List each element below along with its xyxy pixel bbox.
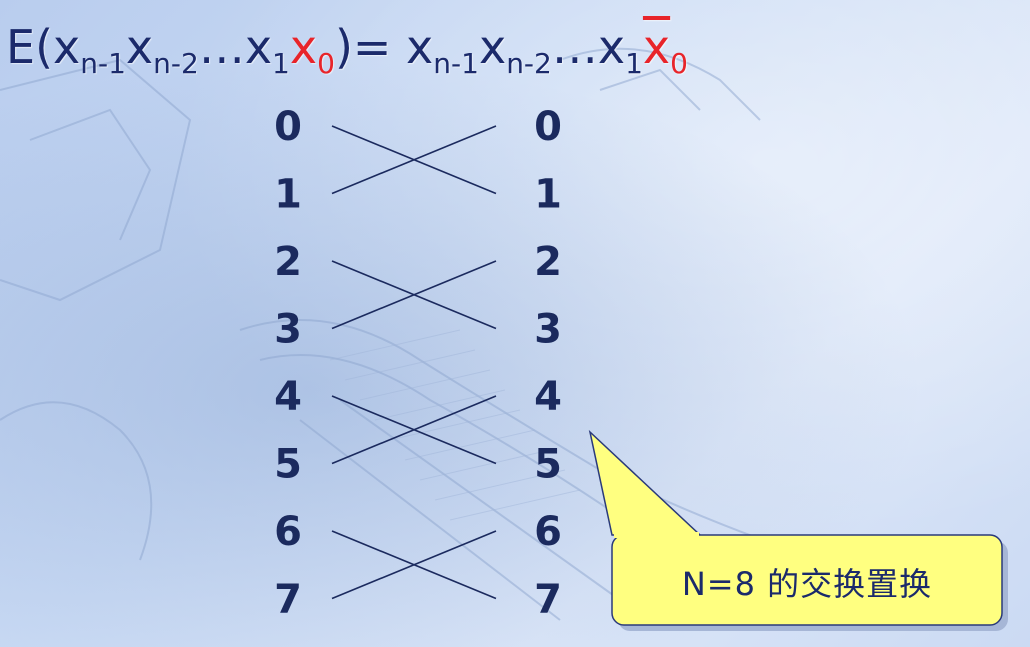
left-index-3: 3: [274, 307, 302, 353]
connection-5-to-4: [331, 395, 497, 465]
left-index-7: 7: [274, 577, 302, 623]
toggle-formula: E(xn-1xn-2…x1x0)= xn-1xn-2…x1x0: [6, 20, 688, 80]
left-index-4: 4: [274, 374, 302, 420]
left-index-1: 1: [274, 172, 302, 218]
left-index-2: 2: [274, 239, 302, 285]
right-index-4: 4: [534, 374, 562, 420]
complemented-bit: x: [642, 20, 671, 74]
connection-1-to-0: [331, 125, 497, 195]
right-index-2: 2: [534, 239, 562, 285]
connection-7-to-6: [331, 530, 497, 600]
left-index-column: 0 1 2 3 4 5 6 7: [274, 104, 302, 623]
left-index-0: 0: [274, 104, 302, 150]
connection-lines: [331, 125, 497, 600]
right-index-6: 6: [534, 509, 562, 555]
left-index-5: 5: [274, 442, 302, 488]
left-index-6: 6: [274, 509, 302, 555]
right-index-0: 0: [534, 104, 562, 150]
connection-3-to-2: [331, 260, 497, 330]
right-index-column: 0 1 2 3 4 5 6 7: [534, 104, 562, 623]
right-index-7: 7: [534, 577, 562, 623]
highlighted-bit: x: [289, 20, 318, 74]
callout-label: N=8 的交换置换: [681, 565, 933, 603]
right-index-3: 3: [534, 307, 562, 353]
right-index-1: 1: [534, 172, 562, 218]
right-index-5: 5: [534, 442, 562, 488]
